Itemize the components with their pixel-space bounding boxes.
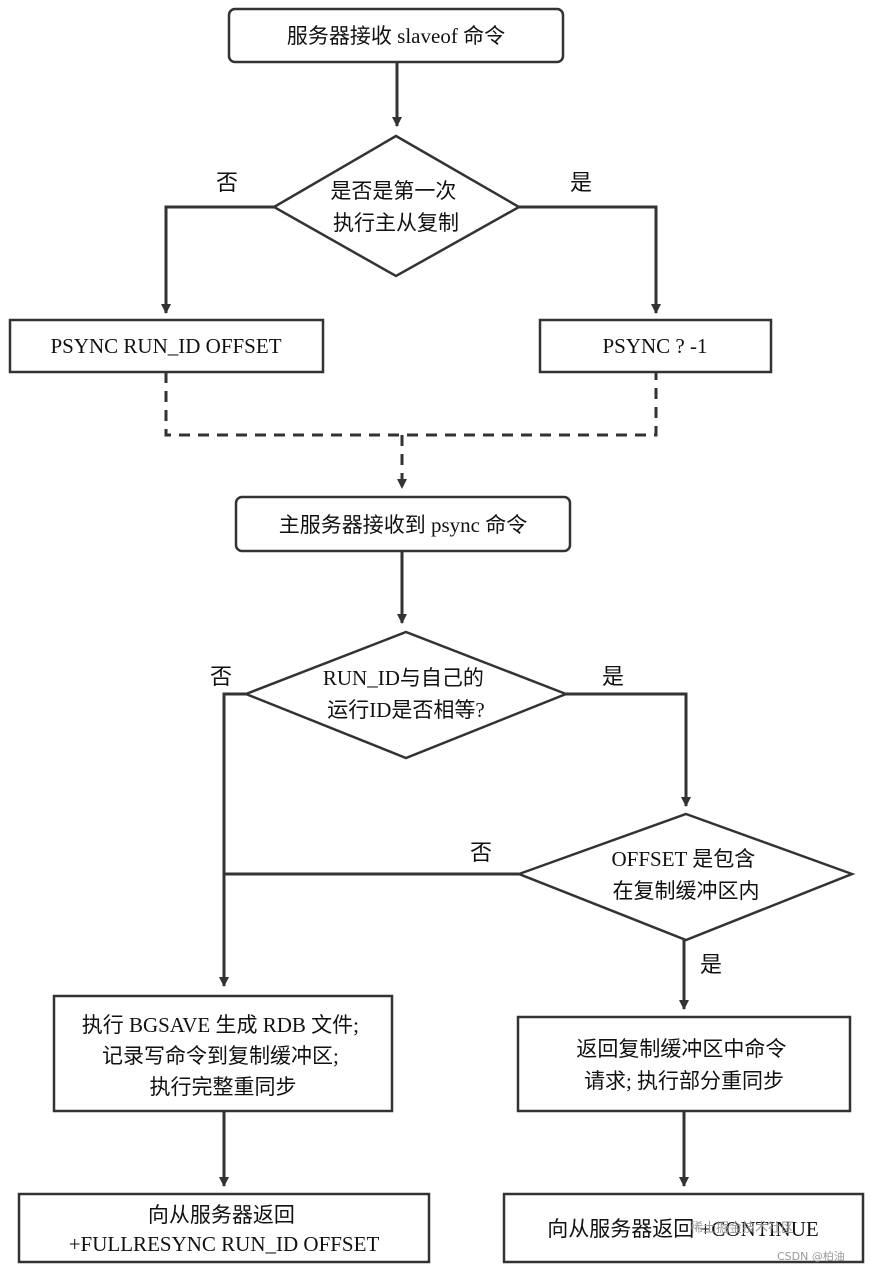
label-first-no: 否 bbox=[216, 170, 238, 195]
node-return-continue-label: 向从服务器返回 +CONTINUE bbox=[547, 1217, 818, 1241]
decision-first-replication-label: 是否是第一次 执行主从复制 bbox=[330, 179, 461, 235]
label-first-yes: 是 bbox=[570, 170, 592, 195]
watermark: 稀土掘金技术社区 CSDN @柏油 bbox=[690, 1220, 845, 1263]
watermark-line-1: 稀土掘金技术社区 bbox=[690, 1220, 794, 1236]
decision-offset-line-1: OFFSET 是包含 bbox=[612, 847, 756, 871]
decision-runid-equal: RUN_ID与自己的 运行ID是否相等? bbox=[242, 630, 570, 760]
decision-first-line-2: 执行主从复制 bbox=[333, 211, 459, 235]
label-offset-yes: 是 bbox=[700, 952, 722, 977]
watermark-line-2: CSDN @柏油 bbox=[777, 1249, 845, 1263]
decision-first-replication: 是否是第一次 执行主从复制 bbox=[271, 134, 522, 278]
node-psync-runid-label: PSYNC RUN_ID OFFSET bbox=[50, 334, 281, 358]
node-return-fullresync: 向从服务器返回 +FULLRESYNC RUN_ID OFFSET bbox=[17, 1192, 431, 1264]
edge-first-no bbox=[161, 205, 274, 314]
connectors bbox=[161, 62, 691, 1187]
partial-resync-line-2: 请求; 执行部分重同步 bbox=[584, 1069, 784, 1093]
decision-runid-line-2: 运行ID是否相等? bbox=[327, 698, 484, 722]
decision-first-line-1: 是否是第一次 bbox=[330, 179, 456, 203]
decision-offset-line-2: 在复制缓冲区内 bbox=[613, 879, 760, 903]
node-start-label: 服务器接收 slaveof 命令 bbox=[287, 24, 505, 48]
edge-dashed-merge bbox=[164, 372, 658, 437]
node-master-receive: 主服务器接收到 psync 命令 bbox=[234, 495, 572, 553]
decision-runid-label: RUN_ID与自己的 运行ID是否相等? bbox=[323, 666, 489, 722]
edge-first-yes bbox=[519, 205, 661, 314]
node-partial-resync: 返回复制缓冲区中命令 请求; 执行部分重同步 bbox=[516, 1015, 852, 1113]
node-partial-resync-label: 返回复制缓冲区中命令 请求; 执行部分重同步 bbox=[576, 1037, 791, 1093]
node-start: 服务器接收 slaveof 命令 bbox=[227, 7, 565, 64]
label-runid-no: 否 bbox=[210, 664, 232, 689]
node-psync-first: PSYNC ? -1 bbox=[538, 318, 773, 374]
partial-resync-line-1: 返回复制缓冲区中命令 bbox=[576, 1037, 786, 1061]
node-psync-first-label: PSYNC ? -1 bbox=[602, 334, 707, 358]
full-resync-line-1: 执行 BGSAVE 生成 RDB 文件; bbox=[82, 1013, 359, 1037]
full-resync-line-2: 记录写命令到复制缓冲区; bbox=[102, 1044, 339, 1068]
node-psync-runid: PSYNC RUN_ID OFFSET bbox=[8, 318, 325, 374]
node-full-resync: 执行 BGSAVE 生成 RDB 文件; 记录写命令到复制缓冲区; 执行完整重同… bbox=[52, 994, 394, 1113]
decision-runid-line-1: RUN_ID与自己的 bbox=[323, 666, 484, 690]
edge-labels: 否 是 否 是 否 是 bbox=[210, 170, 722, 977]
label-runid-yes: 是 bbox=[602, 664, 624, 689]
label-offset-no: 否 bbox=[470, 840, 492, 865]
node-master-receive-label: 主服务器接收到 psync 命令 bbox=[279, 513, 528, 537]
node-return-continue: 向从服务器返回 +CONTINUE bbox=[502, 1192, 865, 1264]
decision-offset-in-buffer: OFFSET 是包含 在复制缓冲区内 bbox=[515, 812, 856, 942]
full-resync-line-3: 执行完整重同步 bbox=[150, 1075, 297, 1099]
node-full-resync-label: 执行 BGSAVE 生成 RDB 文件; 记录写命令到复制缓冲区; 执行完整重同… bbox=[82, 1013, 365, 1099]
edge-runid-no bbox=[219, 692, 246, 987]
return-fullresync-line-1: 向从服务器返回 bbox=[148, 1203, 295, 1227]
decision-offset-label: OFFSET 是包含 在复制缓冲区内 bbox=[612, 847, 761, 903]
edge-runid-yes bbox=[566, 692, 691, 807]
node-return-fullresync-label: 向从服务器返回 +FULLRESYNC RUN_ID OFFSET bbox=[69, 1203, 380, 1256]
return-fullresync-line-2: +FULLRESYNC RUN_ID OFFSET bbox=[69, 1232, 380, 1256]
